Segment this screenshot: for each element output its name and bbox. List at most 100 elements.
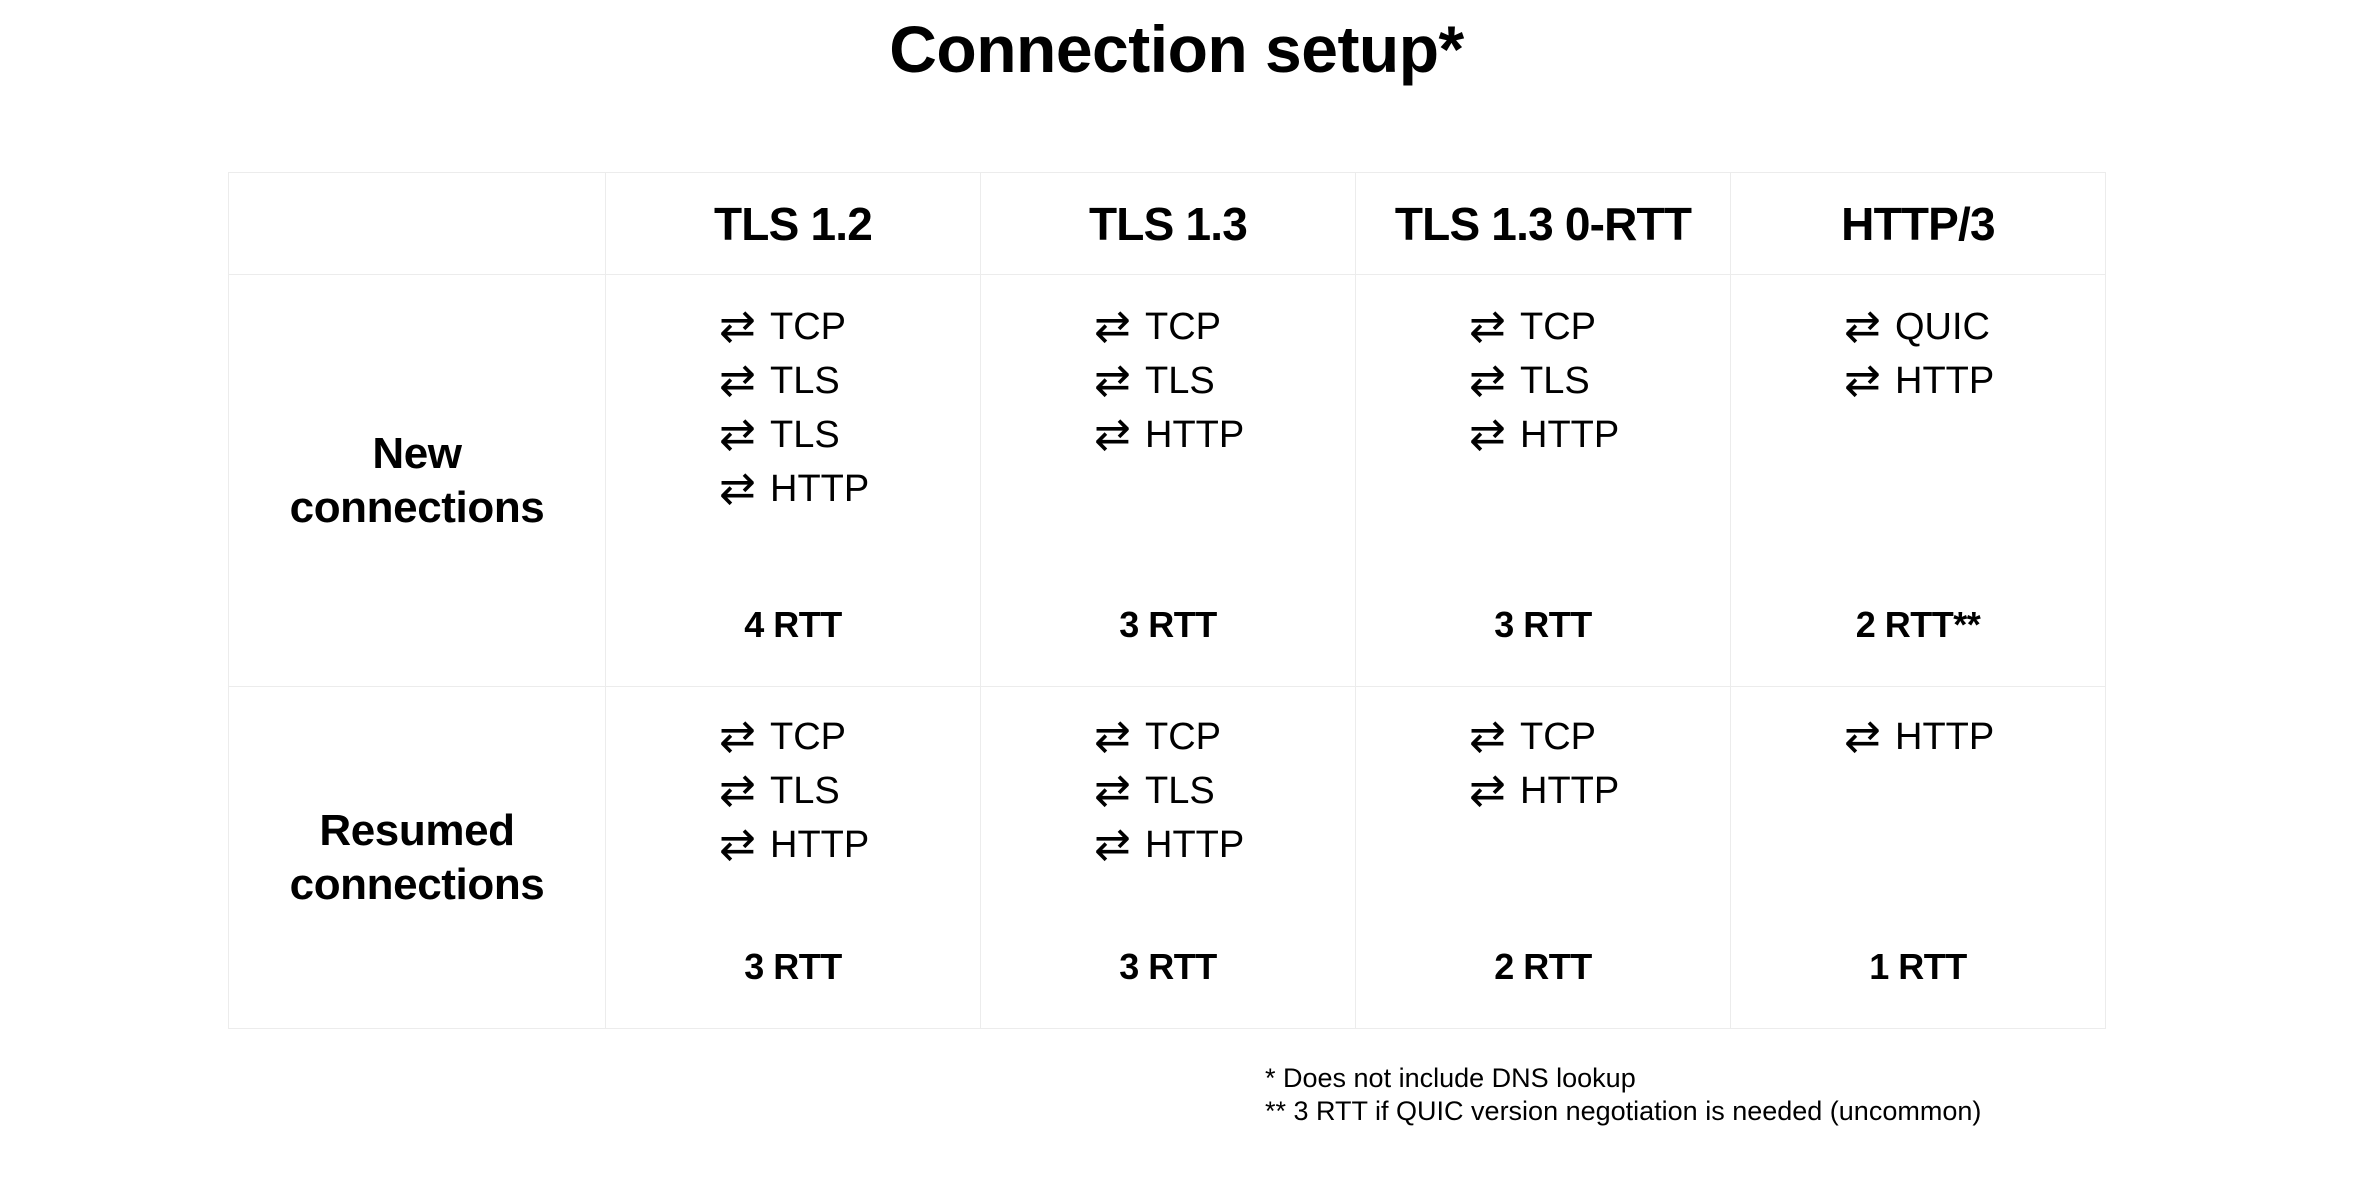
- column-header-tls13: TLS 1.3: [980, 172, 1356, 275]
- row-label-line-2: connections: [289, 482, 545, 532]
- step-protocol-label: TLS: [770, 414, 840, 456]
- step-protocol-label: TCP: [770, 306, 846, 348]
- step-protocol-label: TLS: [1520, 360, 1590, 402]
- row-label-line-1: New: [372, 428, 462, 478]
- step-protocol-label: TCP: [1145, 306, 1221, 348]
- exchange-arrow-icon: ⇄: [1094, 819, 1131, 870]
- cell-new-tls12: ⇄ TCP ⇄ TLS ⇄ TLS: [605, 274, 981, 687]
- column-header-tls12: TLS 1.2: [605, 172, 981, 275]
- step-list: ⇄ TCP ⇄ TLS ⇄ HTTP: [698, 713, 888, 869]
- cell-new-tls13-0rtt: ⇄ TCP ⇄ TLS ⇄ HTTP 3: [1355, 274, 1731, 687]
- step-item: ⇄ TLS: [698, 411, 888, 459]
- step-protocol-label: HTTP: [1520, 414, 1620, 456]
- step-item: ⇄ QUIC: [1823, 303, 2013, 351]
- step-list: ⇄ TCP ⇄ TLS ⇄ TLS: [698, 303, 888, 513]
- exchange-arrow-icon: ⇄: [1844, 355, 1881, 406]
- step-item: ⇄ TCP: [1448, 713, 1638, 761]
- connection-setup-table: TLS 1.2 TLS 1.3 TLS 1.3 0-RTT HTTP/3 New…: [228, 172, 2106, 1029]
- step-protocol-label: TLS: [1145, 360, 1215, 402]
- rtt-total: 3 RTT: [1119, 604, 1217, 645]
- exchange-arrow-icon: ⇄: [719, 355, 756, 406]
- step-list: ⇄ HTTP: [1823, 713, 2013, 761]
- exchange-arrow-icon: ⇄: [1469, 711, 1506, 762]
- exchange-arrow-icon: ⇄: [1094, 711, 1131, 762]
- footnotes: * Does not include DNS lookup ** 3 RTT i…: [1265, 1062, 1981, 1128]
- row-label-line-2: connections: [289, 859, 545, 909]
- step-item: ⇄ HTTP: [1448, 767, 1638, 815]
- step-protocol-label: HTTP: [1145, 824, 1245, 866]
- table-corner-cell: [228, 172, 606, 275]
- step-protocol-label: TCP: [1520, 716, 1596, 758]
- row-label-line-1: Resumed: [319, 805, 515, 855]
- footnote-dns-lookup: * Does not include DNS lookup: [1265, 1063, 1636, 1093]
- exchange-arrow-icon: ⇄: [1844, 301, 1881, 352]
- exchange-arrow-icon: ⇄: [719, 409, 756, 460]
- exchange-arrow-icon: ⇄: [1469, 409, 1506, 460]
- step-item: ⇄ TCP: [1073, 303, 1263, 351]
- step-protocol-label: TCP: [1145, 716, 1221, 758]
- step-list: ⇄ TCP ⇄ TLS ⇄ HTTP: [1073, 303, 1263, 459]
- step-protocol-label: HTTP: [1520, 770, 1620, 812]
- step-protocol-label: TCP: [1520, 306, 1596, 348]
- step-item: ⇄ TLS: [1073, 767, 1263, 815]
- step-protocol-label: QUIC: [1895, 306, 1990, 348]
- step-item: ⇄ HTTP: [1448, 411, 1638, 459]
- column-header-http3: HTTP/3: [1730, 172, 2106, 275]
- exchange-arrow-icon: ⇄: [719, 765, 756, 816]
- step-item: ⇄ TCP: [698, 303, 888, 351]
- step-list: ⇄ TCP ⇄ TLS ⇄ HTTP: [1448, 303, 1638, 459]
- row-header-resumed-connections: Resumed connections: [228, 686, 606, 1029]
- rtt-total: 3 RTT: [744, 946, 842, 987]
- step-item: ⇄ HTTP: [1073, 411, 1263, 459]
- table-row-resumed-connections: Resumed connections ⇄ TCP ⇄: [228, 686, 2106, 1029]
- page-title: Connection setup*: [889, 12, 1464, 86]
- footnote-quic-version-negotiation: ** 3 RTT if QUIC version negotiation is …: [1265, 1096, 1982, 1126]
- cell-resumed-tls13-0rtt: ⇄ TCP ⇄ HTTP 2 RTT: [1355, 686, 1731, 1029]
- step-item: ⇄ HTTP: [1823, 357, 2013, 405]
- table-header-row: TLS 1.2 TLS 1.3 TLS 1.3 0-RTT HTTP/3: [228, 172, 2106, 275]
- step-protocol-label: TCP: [770, 716, 846, 758]
- exchange-arrow-icon: ⇄: [1469, 301, 1506, 352]
- step-item: ⇄ TCP: [1448, 303, 1638, 351]
- exchange-arrow-icon: ⇄: [1094, 409, 1131, 460]
- exchange-arrow-icon: ⇄: [719, 711, 756, 762]
- exchange-arrow-icon: ⇄: [1094, 355, 1131, 406]
- step-item: ⇄ HTTP: [1823, 713, 2013, 761]
- exchange-arrow-icon: ⇄: [1844, 711, 1881, 762]
- step-protocol-label: HTTP: [1895, 716, 1995, 758]
- rtt-total: 4 RTT: [744, 604, 842, 645]
- step-protocol-label: HTTP: [1895, 360, 1995, 402]
- exchange-arrow-icon: ⇄: [719, 301, 756, 352]
- step-protocol-label: TLS: [770, 360, 840, 402]
- cell-new-http3: ⇄ QUIC ⇄ HTTP 2 RTT**: [1730, 274, 2106, 687]
- step-item: ⇄ TLS: [698, 767, 888, 815]
- step-protocol-label: HTTP: [770, 824, 870, 866]
- step-item: ⇄ HTTP: [1073, 821, 1263, 869]
- step-protocol-label: TLS: [1145, 770, 1215, 812]
- step-protocol-label: TLS: [770, 770, 840, 812]
- cell-resumed-tls13: ⇄ TCP ⇄ TLS ⇄ HTTP 3: [980, 686, 1356, 1029]
- exchange-arrow-icon: ⇄: [719, 463, 756, 514]
- step-item: ⇄ HTTP: [698, 465, 888, 513]
- step-list: ⇄ QUIC ⇄ HTTP: [1823, 303, 2013, 405]
- step-item: ⇄ TLS: [698, 357, 888, 405]
- table-row-new-connections: New connections ⇄ TCP ⇄ TL: [228, 274, 2106, 687]
- cell-new-tls13: ⇄ TCP ⇄ TLS ⇄ HTTP 3: [980, 274, 1356, 687]
- step-protocol-label: HTTP: [1145, 414, 1245, 456]
- exchange-arrow-icon: ⇄: [1094, 765, 1131, 816]
- rtt-total: 1 RTT: [1869, 946, 1967, 987]
- cell-resumed-tls12: ⇄ TCP ⇄ TLS ⇄ HTTP 3: [605, 686, 981, 1029]
- column-header-tls13-0rtt: TLS 1.3 0-RTT: [1355, 172, 1731, 275]
- rtt-total: 2 RTT: [1494, 946, 1592, 987]
- exchange-arrow-icon: ⇄: [1469, 355, 1506, 406]
- step-item: ⇄ HTTP: [698, 821, 888, 869]
- exchange-arrow-icon: ⇄: [1469, 765, 1506, 816]
- step-item: ⇄ TLS: [1073, 357, 1263, 405]
- step-list: ⇄ TCP ⇄ HTTP: [1448, 713, 1638, 815]
- rtt-total: 2 RTT**: [1855, 604, 1981, 645]
- exchange-arrow-icon: ⇄: [719, 819, 756, 870]
- exchange-arrow-icon: ⇄: [1094, 301, 1131, 352]
- step-list: ⇄ TCP ⇄ TLS ⇄ HTTP: [1073, 713, 1263, 869]
- rtt-total: 3 RTT: [1494, 604, 1592, 645]
